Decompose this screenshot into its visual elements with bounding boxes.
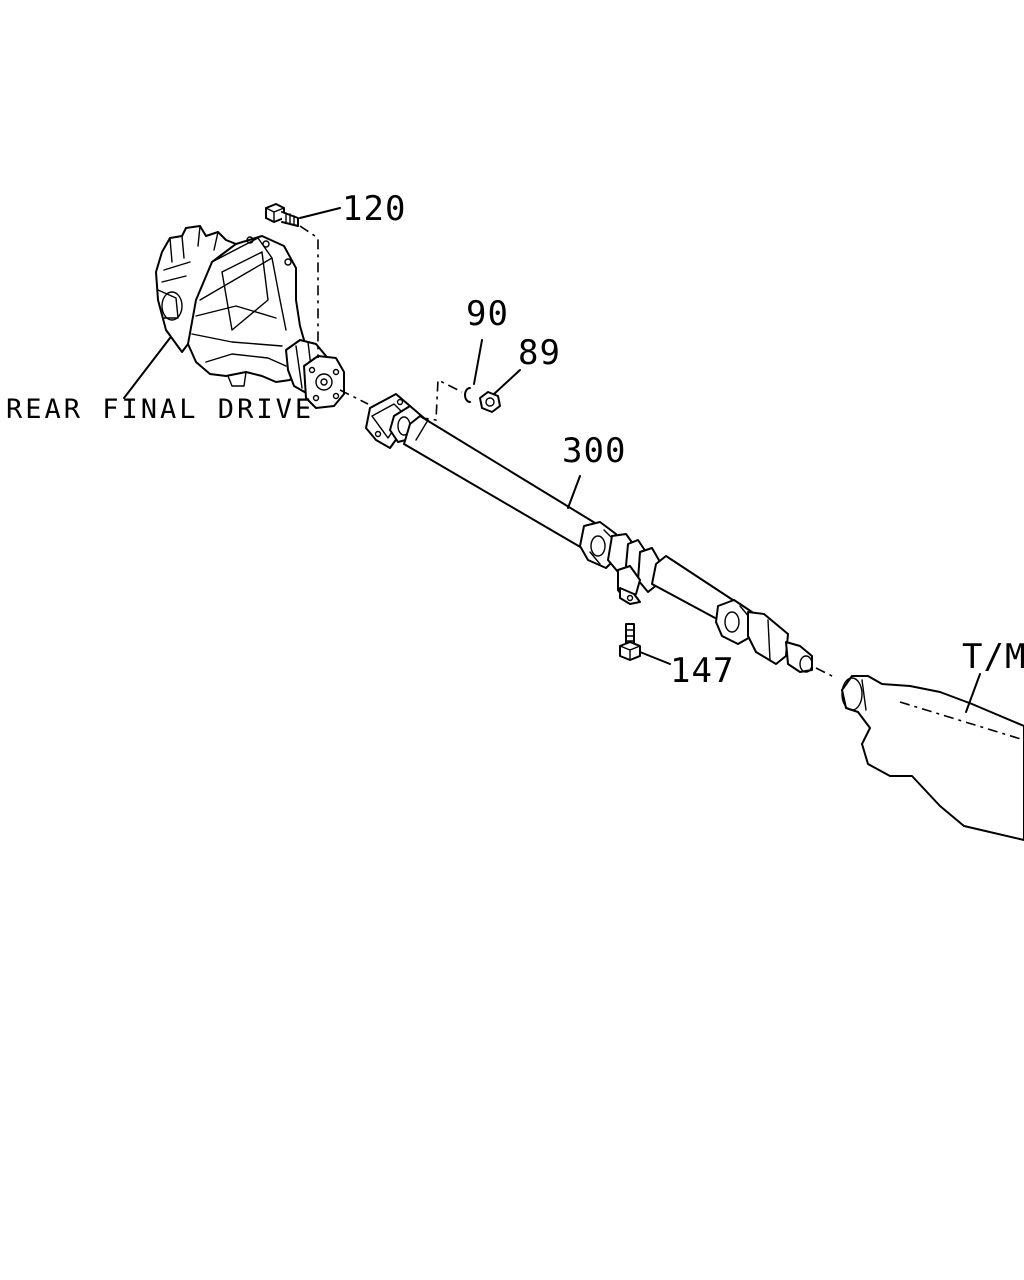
nut-89-icon (479, 391, 501, 413)
callout-300: 300 (562, 431, 626, 471)
callout-147: 147 (670, 651, 734, 691)
callout-120: 120 (342, 189, 406, 229)
transmission-label: T/M (962, 637, 1024, 677)
propeller-shaft-icon (365, 393, 813, 673)
bolt-120-icon (265, 203, 299, 227)
transmission-housing-icon (841, 675, 1024, 841)
snap-ring-90-icon (464, 387, 471, 403)
callout-89: 89 (518, 333, 561, 373)
rear-final-drive-label: REAR FINAL DRIVE (6, 394, 314, 425)
callout-90: 90 (466, 294, 509, 334)
differential-housing-icon (155, 225, 345, 409)
bolt-147-icon (619, 623, 641, 661)
